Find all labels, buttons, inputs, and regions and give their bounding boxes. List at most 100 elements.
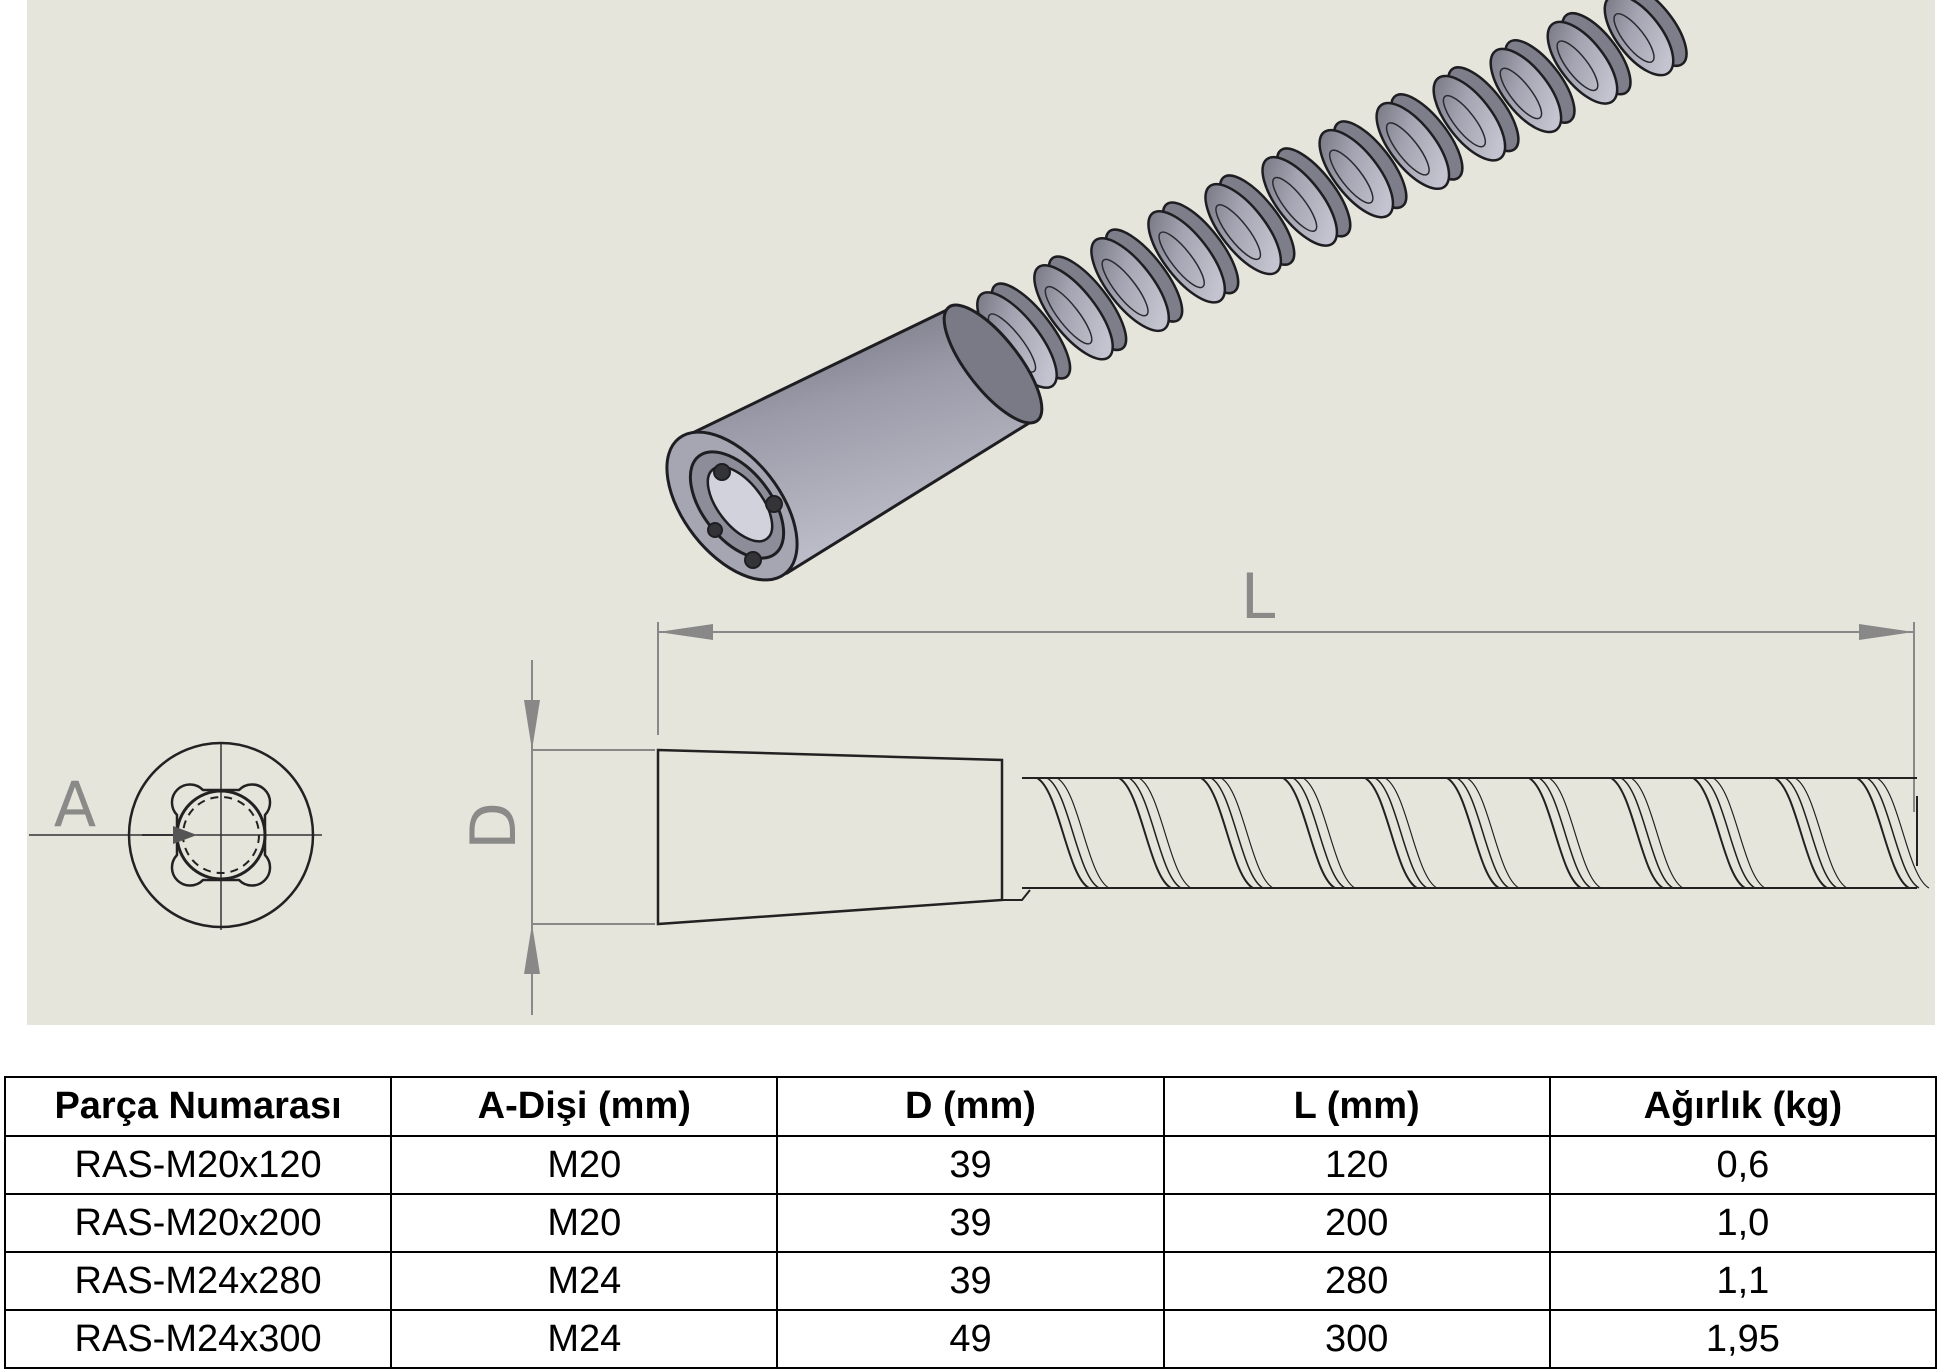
table-row: RAS-M24x280 M24 39 280 1,1 <box>3 1251 1938 1311</box>
a-arrow-icon <box>173 826 197 844</box>
thread-crest-edge <box>1548 777 1602 889</box>
thread-crest-edge <box>1784 777 1838 889</box>
thread-crest-edge <box>1384 777 1438 889</box>
l-arrow-left-icon <box>658 624 713 640</box>
cell-a-thread: M20 <box>390 1135 779 1195</box>
drawing-background <box>27 0 1935 1025</box>
thread-ring-inner <box>1272 176 1318 232</box>
thread-crest <box>1446 777 1500 889</box>
key-slot-left <box>707 522 723 538</box>
end-view: A <box>29 741 322 930</box>
cell-part-number: RAS-M20x120 <box>3 1135 393 1195</box>
thread-ring-inner <box>1328 149 1374 204</box>
threaded-bar-3d <box>976 0 1688 389</box>
d-dimension-label: D <box>457 802 530 850</box>
thread-crest <box>1282 777 1336 889</box>
cell-part-number: RAS-M24x280 <box>3 1251 393 1311</box>
cell-l: 280 <box>1162 1251 1551 1311</box>
l-dimension-label: L <box>1241 560 1276 633</box>
table-row: RAS-M20x200 M20 39 200 1,0 <box>3 1193 1938 1253</box>
cell-d: 49 <box>776 1309 1165 1369</box>
thread-crest-edge <box>1056 777 1110 889</box>
cell-l: 120 <box>1162 1135 1551 1195</box>
cell-l: 200 <box>1162 1193 1551 1253</box>
table-row: RAS-M20x120 M20 39 120 0,6 <box>3 1135 1938 1195</box>
technical-drawing: A L D <box>27 0 1935 1025</box>
thread-crest-edge <box>1538 777 1592 889</box>
thread-crest <box>1856 777 1910 889</box>
cell-a-thread: M24 <box>390 1309 779 1369</box>
thread-ring-inner <box>1613 13 1655 63</box>
cell-weight: 0,6 <box>1548 1135 1938 1195</box>
thread-crest-edge <box>1712 777 1766 889</box>
thread-crest-edge <box>1220 777 1274 889</box>
table-row: RAS-M24x300 M24 49 300 1,95 <box>3 1309 1938 1369</box>
header-l: L (mm) <box>1162 1076 1551 1137</box>
cell-weight: 1,1 <box>1548 1251 1938 1311</box>
coupler-sleeve-back-edge <box>942 303 1044 425</box>
thread-crest-edge <box>1128 777 1182 889</box>
thread-crest <box>1036 777 1090 889</box>
end-view-keyed-bore <box>170 783 272 887</box>
thread-crest <box>1364 777 1418 889</box>
cell-a-thread: M20 <box>390 1193 779 1253</box>
cell-weight: 1,0 <box>1548 1193 1938 1253</box>
thread-crest-edge <box>1866 777 1920 889</box>
thread-crest-edge <box>1302 777 1356 889</box>
side-view-thread-crests <box>1036 777 1930 889</box>
thread-crest-edge <box>1876 777 1930 889</box>
thread-crest-edge <box>1466 777 1520 889</box>
thread-ring-inner <box>1499 67 1543 120</box>
thread-crest-edge <box>1374 777 1428 889</box>
thread-crest <box>1200 777 1254 889</box>
d-arrow-bottom-icon <box>524 924 540 974</box>
thread-crest <box>1610 777 1664 889</box>
thread-crest-edge <box>1210 777 1264 889</box>
cell-d: 39 <box>776 1193 1165 1253</box>
cell-a-thread: M24 <box>390 1251 779 1311</box>
header-part-number: Parça Numarası <box>3 1076 393 1137</box>
thread-crest-edge <box>1620 777 1674 889</box>
thread-crest-edge <box>1292 777 1346 889</box>
thread-crest-edge <box>1456 777 1510 889</box>
thread-ring-inner <box>1044 285 1093 345</box>
d-arrow-top-icon <box>524 700 540 750</box>
cell-part-number: RAS-M24x300 <box>3 1309 393 1369</box>
coupler-bore-inner <box>706 465 774 543</box>
header-a-thread: A-Dişi (mm) <box>390 1076 779 1137</box>
thread-crest-edge <box>1794 777 1848 889</box>
thread-crest <box>1692 777 1746 889</box>
table-header-row: Parça Numarası A-Dişi (mm) D (mm) L (mm)… <box>3 1076 1938 1137</box>
thread-crest <box>1528 777 1582 889</box>
cell-l: 300 <box>1162 1309 1551 1369</box>
thread-crest-edge <box>1630 777 1684 889</box>
header-weight: Ağırlık (kg) <box>1548 1076 1938 1137</box>
side-view: L D <box>457 560 1930 1015</box>
thread-crest <box>1774 777 1828 889</box>
isometric-anchor-view <box>665 0 1688 582</box>
l-arrow-right-icon <box>1859 624 1914 640</box>
thread-ring-inner <box>1385 122 1430 176</box>
thread-crest <box>1118 777 1172 889</box>
thread-crest-edge <box>1138 777 1192 889</box>
thread-crest-edge <box>1046 777 1100 889</box>
cell-weight: 1,95 <box>1548 1309 1938 1369</box>
key-slot-right <box>765 495 783 513</box>
thread-ring-inner <box>1556 40 1599 92</box>
thread-ring-inner <box>1442 94 1487 148</box>
cell-d: 39 <box>776 1135 1165 1195</box>
key-slot-bottom <box>744 551 762 569</box>
header-d: D (mm) <box>776 1076 1165 1137</box>
cell-d: 39 <box>776 1251 1165 1311</box>
thread-ring-inner <box>1158 231 1205 289</box>
technical-drawing-svg: A L D <box>27 0 1935 1025</box>
end-view-outer-circle <box>127 741 315 929</box>
side-view-sleeve-step <box>1002 889 1031 901</box>
thread-ring-inner <box>1101 258 1149 317</box>
key-slot-top <box>713 463 731 481</box>
thread-ring-inner <box>1215 204 1262 261</box>
a-dimension-label: A <box>54 768 96 841</box>
thread-crest-edge <box>1702 777 1756 889</box>
cell-part-number: RAS-M20x200 <box>3 1193 393 1253</box>
specification-table: Parça Numarası A-Dişi (mm) D (mm) L (mm)… <box>3 1076 1938 1369</box>
